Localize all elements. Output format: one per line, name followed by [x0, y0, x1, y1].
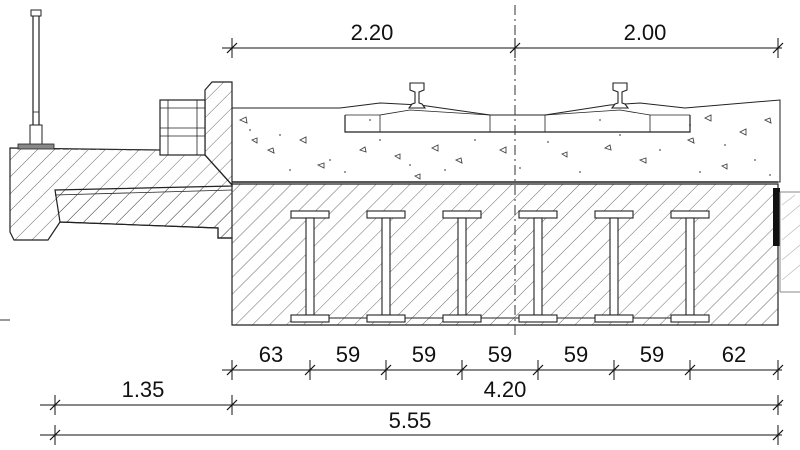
dim-beam-spacing: 62	[722, 342, 746, 367]
main-deck-slab	[54, 181, 780, 326]
embedded-steel-beams	[290, 210, 710, 323]
beam-spacing-dimension: 63 59 59 59 59 59 62	[222, 342, 784, 380]
edge-plate	[773, 188, 780, 246]
steel-i-beam	[670, 210, 710, 323]
width-dimension: 1.35 4.20	[40, 377, 784, 415]
dimension-tick	[684, 364, 696, 376]
dim-beam-spacing: 63	[259, 342, 283, 367]
dim-beam-spacing: 59	[412, 342, 436, 367]
ballast-bed	[231, 99, 781, 183]
steel-i-beam	[366, 210, 406, 323]
dim-deck-width: 4.20	[484, 377, 527, 402]
dimension-tick	[226, 364, 238, 376]
dim-beam-spacing: 59	[488, 342, 512, 367]
total-dimension: 5.55	[40, 408, 784, 445]
dimension-tick	[772, 364, 784, 376]
steel-i-beam	[594, 210, 634, 323]
dim-top-left: 2.20	[351, 20, 394, 45]
adjacent-structure	[779, 191, 800, 293]
dim-beam-spacing: 59	[336, 342, 360, 367]
dimension-tick	[608, 364, 620, 376]
dim-beam-spacing: 59	[564, 342, 588, 367]
ballast-dots	[249, 119, 771, 176]
sleeper	[344, 109, 691, 133]
ballast-stones	[238, 114, 772, 180]
catenary-mast	[17, 9, 161, 151]
dimension-tick	[532, 364, 544, 376]
parapet	[159, 81, 233, 187]
rail-right	[610, 82, 630, 109]
dimension-tick	[380, 364, 392, 376]
dim-left-width: 1.35	[122, 377, 165, 402]
dimension-tick	[304, 364, 316, 376]
rail-left	[407, 82, 427, 109]
dimension-tick	[456, 364, 468, 376]
dim-top-right: 2.00	[624, 20, 667, 45]
dim-beam-spacing: 59	[640, 342, 664, 367]
top-dimension: 2.20 2.00	[222, 20, 784, 58]
dim-total-width: 5.55	[389, 408, 432, 433]
